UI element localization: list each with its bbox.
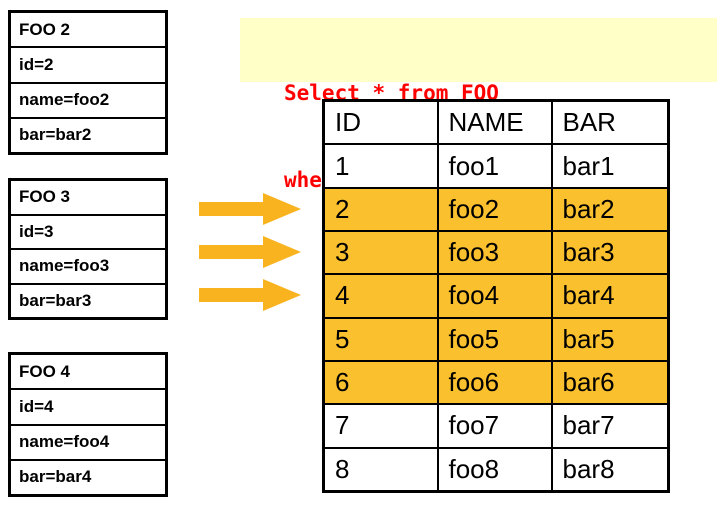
- record-field-bar: bar=bar2: [19, 125, 92, 145]
- cell-name: foo8: [436, 446, 553, 493]
- record-box-foo3: FOO 3 id=3 name=foo3 bar=bar3: [8, 178, 168, 320]
- table-header-row: ID NAME BAR: [322, 99, 670, 146]
- record-field-id: id=3: [11, 216, 165, 250]
- table-row: 8 foo8 bar8: [322, 446, 670, 493]
- sql-query-banner: Select * from FOO where id > 1 and id < …: [240, 18, 717, 192]
- arrow-right-icon: [199, 236, 301, 268]
- cell-id: 3: [322, 230, 439, 276]
- cell-bar: bar4: [550, 273, 670, 319]
- cell-id: 1: [322, 143, 439, 189]
- cell-name: foo2: [436, 186, 553, 233]
- cell-bar: bar3: [550, 230, 670, 276]
- table-row: 1 foo1 bar1: [322, 143, 670, 189]
- record-field-name: name=foo3: [11, 250, 165, 285]
- record-field-bar: bar=bar4: [19, 467, 92, 487]
- result-table: ID NAME BAR 1 foo1 bar1 2 foo2 bar2 3 fo…: [322, 99, 670, 493]
- cell-name: foo6: [436, 359, 553, 406]
- column-header-id: ID: [322, 99, 439, 146]
- record-field-name: name=foo2: [11, 84, 165, 119]
- cell-bar: bar5: [550, 316, 670, 362]
- record-box-title: FOO 3: [11, 181, 165, 216]
- cell-bar: bar8: [550, 446, 670, 493]
- record-field-name: name=foo4: [11, 426, 165, 461]
- cell-name: foo1: [436, 143, 553, 189]
- cell-name: foo7: [436, 403, 553, 449]
- cell-bar: bar1: [550, 143, 670, 189]
- table-row: 6 foo6 bar6: [322, 359, 670, 406]
- record-box-foo2: FOO 2 id=2 name=foo2 bar=bar2: [8, 10, 168, 155]
- cell-id: 2: [322, 186, 439, 233]
- record-box-foo4: FOO 4 id=4 name=foo4 bar=bar4: [8, 352, 168, 497]
- column-header-name: NAME: [436, 99, 553, 146]
- cell-id: 8: [322, 446, 439, 493]
- column-header-bar: BAR: [550, 99, 670, 146]
- arrow-right-icon: [199, 279, 301, 311]
- record-field-id: id=4: [11, 390, 165, 426]
- cell-name: foo3: [436, 230, 553, 276]
- record-box-title: FOO 2: [11, 13, 165, 49]
- cell-id: 4: [322, 273, 439, 319]
- cell-bar: bar2: [550, 186, 670, 233]
- cell-bar: bar6: [550, 359, 670, 406]
- table-row: 2 foo2 bar2: [322, 186, 670, 233]
- record-box-title: FOO 4: [11, 355, 165, 391]
- cell-name: foo4: [436, 273, 553, 319]
- table-row: 5 foo5 bar5: [322, 316, 670, 362]
- table-row: 7 foo7 bar7: [322, 403, 670, 449]
- cell-id: 7: [322, 403, 439, 449]
- table-row: 3 foo3 bar3: [322, 230, 670, 276]
- cell-id: 5: [322, 316, 439, 362]
- cell-id: 6: [322, 359, 439, 406]
- record-field-id: id=2: [11, 48, 165, 84]
- cell-name: foo5: [436, 316, 553, 362]
- table-row: 4 foo4 bar4: [322, 273, 670, 319]
- record-field-bar: bar=bar3: [19, 290, 92, 310]
- cell-bar: bar7: [550, 403, 670, 449]
- arrow-right-icon: [199, 193, 301, 225]
